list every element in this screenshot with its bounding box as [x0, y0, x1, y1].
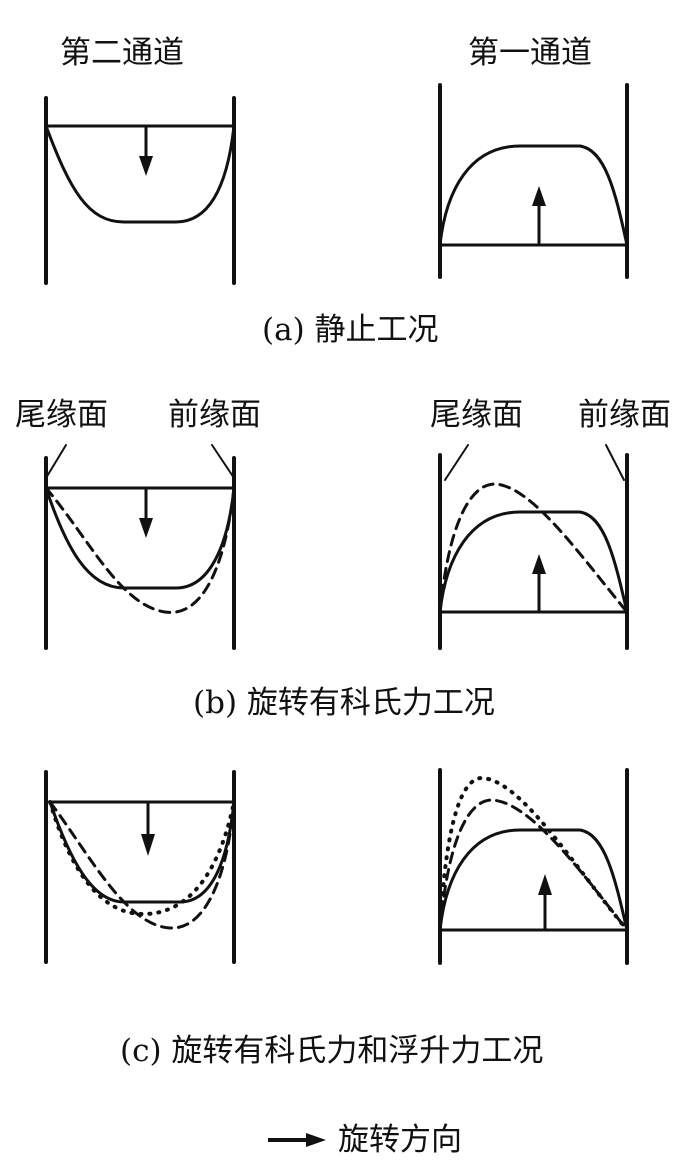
header-first-channel: 第一通道 [468, 35, 592, 71]
header-second-channel: 第二通道 [60, 35, 184, 71]
caption-coriolis: (b) 旋转有科氏力工况 [193, 685, 495, 721]
leader-trailing [45, 444, 67, 479]
profile-buoyancy-dotted [438, 776, 629, 932]
profile-solid [44, 124, 236, 224]
arrowhead-down-icon [141, 834, 155, 856]
arrowhead-up-icon [532, 554, 546, 574]
panel-c-second-channel [44, 770, 236, 964]
legend-rotation-direction: 旋转方向 [338, 1121, 462, 1158]
panel-a-first-channel [438, 83, 629, 279]
arrowhead-up-icon [538, 874, 552, 895]
leader-leading [211, 444, 235, 479]
profile-coriolis-dashed [48, 800, 236, 930]
label-leading-face-right: 前缘面 [578, 397, 671, 433]
panel-c-first-channel [438, 768, 629, 965]
profile-coriolis-dashed [44, 486, 236, 614]
profile-coriolis-dashed [438, 482, 629, 614]
label-trailing-face-left: 尾缘面 [15, 397, 108, 433]
label-leading-face-left: 前缘面 [168, 397, 261, 433]
panel-b-second-channel [44, 444, 236, 650]
caption-static: (a) 静止工况 [262, 312, 439, 348]
profile-solid [44, 486, 236, 590]
arrowhead-down-icon [139, 156, 153, 176]
profile-solid [438, 828, 629, 932]
profile-solid [48, 800, 236, 904]
arrowhead-down-icon [139, 518, 153, 538]
profile-solid [438, 510, 629, 614]
leader-trailing [444, 444, 469, 481]
caption-coriolis-buoyancy: (c) 旋转有科氏力和浮升力工况 [120, 1033, 544, 1069]
profile-coriolis-dashed [438, 798, 629, 932]
legend: 旋转方向 [266, 1120, 462, 1160]
arrow-right-icon [268, 1133, 326, 1147]
arrowhead-up-icon [532, 186, 546, 206]
profile-solid [438, 144, 629, 247]
panel-a-second-channel [44, 96, 236, 285]
profile-buoyancy-dotted [48, 800, 236, 917]
label-trailing-face-right: 尾缘面 [430, 397, 523, 433]
panel-b-first-channel [438, 444, 629, 650]
velocity-profile-diagram [44, 83, 629, 965]
leader-leading [605, 444, 625, 481]
